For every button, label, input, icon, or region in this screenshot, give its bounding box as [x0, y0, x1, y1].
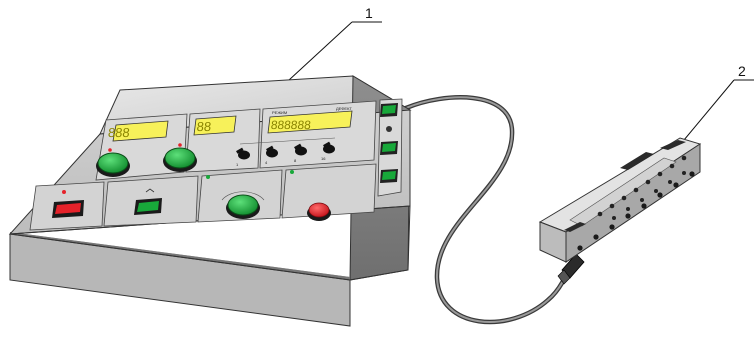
cable-connector [557, 253, 585, 285]
black-knob-4[interactable] [323, 141, 335, 154]
remote-label-plate-3 [660, 140, 686, 150]
remote-sockets-side [577, 171, 695, 251]
green-knob-left[interactable] [96, 152, 130, 177]
panel-section-test [281, 163, 377, 219]
green-knob-mode[interactable] [221, 191, 265, 219]
power-switch[interactable] [52, 190, 84, 218]
tick-label-3: 8 [294, 158, 297, 163]
remote-label-plate-1 [620, 152, 654, 170]
mode-caption: РЕЖИМ [272, 110, 287, 115]
display-middle-digits: 88 [196, 119, 212, 134]
main-unit-front-edge [9, 233, 351, 327]
tick-label-4: 16 [321, 156, 326, 161]
tick-label-1: 1 [236, 162, 239, 167]
led-middle [178, 143, 182, 147]
display-left: 888 [107, 120, 169, 142]
callout-1-label: 1 [365, 5, 373, 21]
indicator-dot-right [386, 126, 392, 132]
display-right: 888888 [267, 110, 353, 134]
main-unit: 888 88 888888 РЕЖИМ ДЕФЕКТ [8, 75, 412, 327]
black-knob-3[interactable] [294, 143, 307, 156]
green-knob-middle[interactable] [163, 147, 197, 172]
remote-module [538, 137, 702, 263]
callout-2: 2 [683, 63, 754, 141]
callout-2-label: 2 [738, 63, 746, 79]
toggle-switch[interactable] [134, 188, 162, 215]
test-caption: ДЕФЕКТ [336, 106, 352, 111]
tick-label-2: 4 [265, 160, 268, 165]
black-knob-2[interactable] [266, 145, 278, 158]
black-knob-row: 1 4 8 16 [236, 137, 336, 167]
connecting-cable [403, 95, 575, 325]
remote-sockets-top [597, 155, 687, 220]
green-button-bottom[interactable] [380, 169, 398, 183]
display-middle: 88 [193, 115, 237, 136]
display-right-digits: 888888 [270, 118, 312, 132]
red-start-button[interactable] [307, 202, 331, 221]
display-left-digits: 888 [107, 125, 130, 140]
led-left [108, 148, 112, 152]
led-mode [206, 175, 210, 179]
remote-label-plate-2 [564, 222, 586, 232]
green-button-top[interactable] [380, 103, 398, 117]
black-knob-1[interactable] [236, 147, 250, 160]
led-test [290, 170, 294, 174]
green-button-middle[interactable] [380, 141, 398, 155]
